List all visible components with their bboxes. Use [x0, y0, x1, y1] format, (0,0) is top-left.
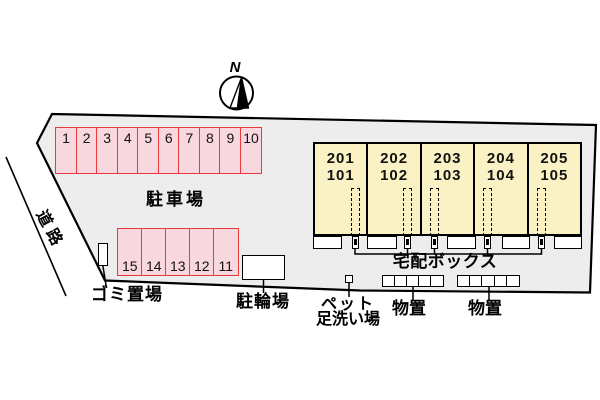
- bicycle-parking-structure: [242, 255, 285, 280]
- parking-spot-number: 11: [218, 257, 233, 274]
- parking-spot-number: 6: [164, 129, 173, 146]
- garbage-area-label: ゴミ置場: [91, 285, 163, 304]
- parking-spot-number: 9: [226, 129, 235, 146]
- parking-area-label: 駐車場: [146, 190, 206, 209]
- parking-spot: 6: [157, 126, 180, 174]
- parking-spot: 1: [55, 126, 78, 174]
- entrance-porch: [553, 235, 582, 249]
- unit-access-dashed-path: [537, 188, 546, 236]
- parking-spot-number: 13: [169, 257, 186, 274]
- entrance-porch: [366, 235, 397, 249]
- storage-shed-1-label: 物置: [392, 299, 426, 318]
- parking-spot-number: 10: [243, 129, 259, 146]
- parking-spot-number: 15: [122, 257, 138, 274]
- pet-wash-label-line1: ペット: [320, 296, 376, 313]
- parking-spot-number: 12: [193, 257, 210, 274]
- entrance-porch: [313, 235, 342, 249]
- unit-number-lower: 101: [326, 166, 355, 184]
- bicycle-parking-label: 駐輪場: [236, 292, 290, 311]
- parking-spot: 10: [239, 126, 263, 174]
- parking-spot: 11: [212, 228, 239, 276]
- parking-spot-number: 4: [123, 129, 132, 146]
- unit-number-upper: 202: [380, 150, 409, 167]
- pet-wash-label-line2: 足洗い場: [315, 311, 381, 328]
- parking-spot-number: 7: [185, 129, 194, 146]
- storage-shed: [381, 275, 444, 287]
- parking-spot: 12: [188, 228, 215, 276]
- unit-access-dashed-path: [350, 188, 360, 236]
- storage-shed-2-label: 物置: [468, 299, 502, 318]
- unit-access-dashed-path: [430, 188, 439, 236]
- parking-spot: 4: [116, 126, 139, 174]
- parking-spot: 9: [219, 126, 242, 174]
- delivery-box-slot: [433, 239, 436, 245]
- unit-number-upper: 205: [540, 150, 569, 167]
- storage-shed-cell: [506, 275, 520, 287]
- delivery-box-label: 宅配ボックス: [392, 252, 498, 271]
- parking-spot: 7: [178, 126, 201, 174]
- storage-shed: [456, 275, 520, 287]
- parking-spot-number: 5: [144, 129, 153, 146]
- delivery-box: [538, 235, 545, 249]
- unit-number-upper: 204: [486, 150, 515, 167]
- entrance-porch: [446, 235, 476, 249]
- parking-spot-number: 3: [103, 129, 112, 146]
- parking-spot: 3: [96, 126, 119, 174]
- delivery-box-slot: [540, 239, 543, 245]
- delivery-box-bracket-line: [354, 248, 543, 255]
- storage-shed-cell: [430, 275, 444, 287]
- entrance-porch: [501, 235, 530, 249]
- parking-spot-number: 2: [82, 129, 91, 146]
- parking-spot: 13: [164, 228, 191, 276]
- unit-number-lower: 104: [486, 166, 515, 184]
- delivery-box-slot: [406, 239, 409, 245]
- garbage-leader-line: [102, 265, 108, 289]
- unit-number-upper: 203: [433, 150, 462, 167]
- unit-number-lower: 105: [540, 166, 569, 184]
- parking-spot: 2: [75, 126, 98, 174]
- parking-spot: 14: [140, 228, 167, 276]
- delivery-box: [431, 235, 438, 249]
- delivery-box: [404, 235, 411, 249]
- parking-row-bottom: 15 14 13 12 11: [117, 228, 239, 276]
- delivery-box: [484, 235, 491, 249]
- parking-spot-number: 8: [206, 129, 214, 146]
- compass-north-label: N: [229, 59, 241, 76]
- unit-number-upper: 201: [326, 150, 355, 167]
- garbage-area-structure: [98, 243, 108, 266]
- delivery-box: [351, 235, 359, 249]
- compass-icon: [219, 75, 254, 111]
- road-edge-line: [5, 156, 67, 297]
- parking-spot: 15: [117, 228, 143, 276]
- delivery-box-slot: [353, 239, 357, 245]
- parking-spot: 8: [198, 126, 221, 174]
- unit-number-lower: 103: [433, 166, 462, 184]
- unit-access-dashed-path: [403, 188, 412, 236]
- delivery-box-slot: [486, 239, 489, 245]
- unit-access-dashed-path: [483, 188, 492, 236]
- parking-spot-number: 1: [62, 129, 70, 146]
- parking-spot: 5: [137, 126, 160, 174]
- unit-number-lower: 102: [380, 166, 409, 184]
- pet-wash-structure: [345, 275, 353, 283]
- parking-spot-number: 14: [145, 257, 162, 274]
